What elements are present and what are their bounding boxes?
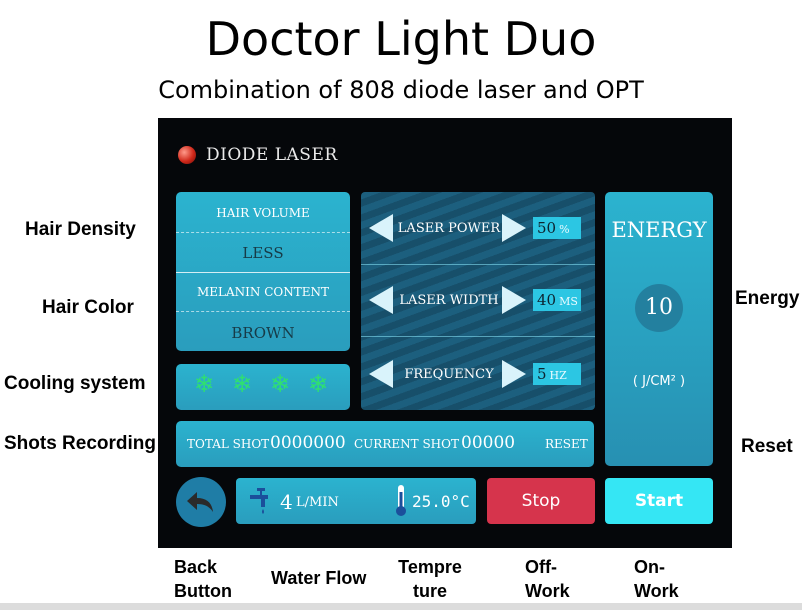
hair-volume-label: HAIR VOLUME bbox=[216, 206, 310, 220]
cooling-panel[interactable]: ❄ ❄ ❄ ❄ bbox=[176, 364, 350, 410]
annotation-on-work: On- Work bbox=[634, 557, 679, 601]
annotation-cooling-system: Cooling system bbox=[4, 373, 146, 394]
temperature-value: 25.0°C bbox=[412, 492, 470, 511]
stop-button[interactable]: Stop bbox=[487, 478, 595, 524]
water-flow-value: 4 bbox=[280, 490, 293, 514]
total-shot-label: TOTAL SHOT bbox=[187, 437, 270, 451]
snowflake-icon[interactable]: ❄ bbox=[232, 370, 253, 398]
faucet-icon bbox=[250, 488, 268, 514]
thermometer-icon bbox=[396, 485, 406, 516]
water-flow-unit: L/MIN bbox=[296, 495, 339, 510]
back-arrow-icon bbox=[187, 492, 213, 512]
annotation-hair-density: Hair Density bbox=[25, 219, 136, 240]
decrease-frequency-button[interactable] bbox=[369, 360, 393, 388]
annotation-hair-color: Hair Color bbox=[42, 297, 134, 318]
hair-settings-panel: HAIR VOLUME LESS MELANIN CONTENT BROWN bbox=[176, 192, 350, 351]
red-led-icon bbox=[178, 146, 196, 164]
annotation-energy: Energy bbox=[735, 288, 800, 309]
melanin-content-label: MELANIN CONTENT bbox=[196, 285, 330, 299]
page-subtitle: Combination of 808 diode laser and OPT bbox=[158, 76, 644, 104]
annotation-temperature: Tempre ture bbox=[398, 557, 462, 601]
energy-title: ENERGY bbox=[611, 218, 707, 242]
increase-frequency-button[interactable] bbox=[502, 360, 526, 388]
laser-power-label: LASER POWER bbox=[397, 221, 501, 236]
bottom-bar bbox=[0, 603, 802, 610]
decrease-laser-power-button[interactable] bbox=[369, 214, 393, 242]
current-shot-label: CURRENT SHOT bbox=[354, 437, 459, 451]
annotation-off-work: Off- Work bbox=[525, 557, 570, 601]
melanin-content-value[interactable]: BROWN bbox=[231, 324, 295, 342]
shots-panel: TOTAL SHOT 0000000 CURRENT SHOT 00000 RE… bbox=[176, 421, 594, 467]
annotation-back-button: Back Button bbox=[174, 557, 232, 601]
annotation-shots-recording: Shots Recording bbox=[4, 433, 157, 454]
water-temperature-panel: 4 L/MIN 25.0°C bbox=[236, 478, 476, 524]
snowflake-icon[interactable]: ❄ bbox=[194, 370, 215, 398]
energy-unit: ( J/CM² ) bbox=[632, 374, 686, 389]
energy-value[interactable]: 10 bbox=[635, 284, 683, 332]
start-button[interactable]: Start bbox=[605, 478, 713, 524]
reset-button[interactable]: RESET bbox=[545, 437, 588, 451]
increase-laser-width-button[interactable] bbox=[502, 286, 526, 314]
increase-laser-power-button[interactable] bbox=[502, 214, 526, 242]
frequency-label: FREQUENCY bbox=[404, 367, 494, 382]
annotation-reset: Reset bbox=[741, 436, 793, 457]
total-shot-value: 0000000 bbox=[270, 433, 346, 453]
hair-volume-value[interactable]: LESS bbox=[242, 244, 284, 262]
snowflake-icon[interactable]: ❄ bbox=[308, 370, 329, 398]
decrease-laser-width-button[interactable] bbox=[369, 286, 393, 314]
snowflake-icon[interactable]: ❄ bbox=[270, 370, 291, 398]
screen-header: DIODE LASER bbox=[206, 145, 338, 165]
device-screen: DIODE LASER HAIR VOLUME LESS MELANIN CON… bbox=[158, 118, 732, 548]
page-title: Doctor Light Duo bbox=[205, 12, 597, 66]
laser-power-value: 50% bbox=[533, 217, 581, 239]
laser-width-label: LASER WIDTH bbox=[399, 293, 499, 308]
annotation-water-flow: Water Flow bbox=[271, 568, 367, 588]
energy-panel: ENERGY 10 ( J/CM² ) bbox=[605, 192, 713, 466]
current-shot-value: 00000 bbox=[461, 433, 516, 453]
back-button[interactable] bbox=[176, 477, 226, 527]
